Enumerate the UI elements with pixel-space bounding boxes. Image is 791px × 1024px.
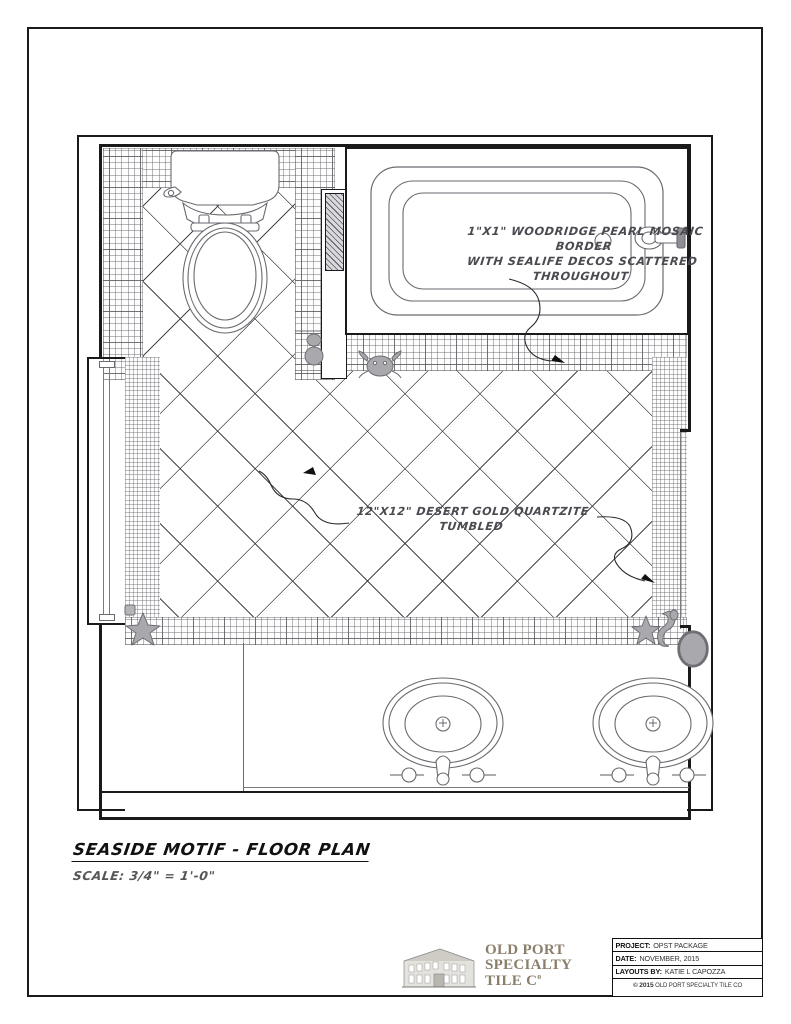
- door-panel-outer[interactable]: [103, 364, 105, 618]
- title-block-row-project: PROJECT: OPST PACKAGE: [613, 939, 762, 953]
- mosaic-border-left-vertical: [103, 148, 143, 380]
- plan-title: SEASIDE MOTIF - FLOOR PLAN: [71, 840, 372, 862]
- vanity-countertop: [243, 643, 687, 791]
- company-logo: OLD PORT SPECIALTY TILE Co: [400, 938, 610, 994]
- plan-scale: SCALE: 3/4" = 1'-0": [72, 869, 217, 883]
- building-illustration-icon: [402, 948, 476, 988]
- vanity-front-edge-heavy: [99, 791, 691, 793]
- vanity-sink-right[interactable]: [589, 675, 717, 793]
- wall-right-niche-face: [680, 429, 682, 629]
- floor-plan-drawing: 1"X1" WOODRIDGE PEARL MOSAIC BORDER WITH…: [77, 135, 714, 820]
- layouts-by-value: KATIE L CAPOZZA: [664, 967, 726, 977]
- layouts-by-label: LAYOUTS BY:: [615, 967, 663, 977]
- bathtub-fixture[interactable]: [345, 147, 689, 335]
- door-panel-inner[interactable]: [109, 364, 111, 618]
- copyright-notice: © 2015 OLD PORT SPECIALTY TILE CO: [633, 982, 742, 989]
- title-block-row-layouts: LAYOUTS BY: KATIE L CAPOZZA: [613, 966, 762, 980]
- copyright-symbol: ©: [632, 982, 638, 990]
- deco-pebble-icon: [304, 346, 324, 366]
- wall-right-niche-bottom: [680, 625, 691, 628]
- title-block-row-date: DATE: NOVEMBER, 2015: [613, 952, 762, 966]
- door-jamb-top: [87, 357, 125, 360]
- door-head-block: [99, 361, 115, 368]
- logo-line-2-text: SPECIALTY TILE C: [485, 956, 572, 990]
- mosaic-border-bottom: [125, 617, 687, 645]
- wall-right-upper: [688, 144, 691, 431]
- wall-top: [99, 144, 691, 147]
- date-label: DATE:: [615, 954, 637, 964]
- project-value: OPST PACKAGE: [653, 940, 708, 950]
- floor-note-leader-right: [596, 516, 655, 583]
- project-label: PROJECT:: [615, 940, 651, 950]
- date-value: NOVEMBER, 2015: [639, 954, 700, 964]
- copyright-year: 2015: [639, 982, 654, 990]
- logo-line-1: OLD PORT: [485, 941, 565, 958]
- deco-starfish-left-icon: [125, 612, 161, 646]
- vanity-sink-left[interactable]: [379, 675, 507, 793]
- deco-starfish-right-icon: [631, 615, 661, 645]
- deco-shell-icon: [306, 333, 322, 347]
- title-block: PROJECT: OPST PACKAGE DATE: NOVEMBER, 20…: [612, 938, 763, 997]
- floor-note-leader-left: [258, 467, 350, 525]
- door-jamb-bottom: [87, 623, 125, 626]
- tub-border-annotation: 1"X1" WOODRIDGE PEARL MOSAIC BORDER WITH…: [466, 225, 705, 283]
- wall-left-door-reveal: [87, 357, 90, 625]
- wall-right-niche-top: [680, 429, 691, 432]
- deco-shell-left-icon: [124, 604, 136, 616]
- partition-hatched-segment: [325, 193, 344, 271]
- logo-superscript: o: [537, 972, 542, 982]
- plan-caption: SEASIDE MOTIF - FLOOR PLAN SCALE: 3/4" =…: [71, 840, 473, 885]
- wall-bottom: [99, 817, 691, 820]
- deco-seahorse-right-icon: [657, 609, 679, 647]
- sheet-outer-border: [27, 27, 763, 997]
- tub-note-leader: [508, 278, 565, 363]
- logo-wordmark: OLD PORT SPECIALTY TILE Co: [485, 941, 610, 990]
- door-sill-block: [99, 614, 115, 621]
- logo-line-2: SPECIALTY TILE Co: [485, 956, 610, 990]
- tub-spout-icon: [634, 226, 686, 250]
- copyright-owner: OLD PORT SPECIALTY TILE CO: [655, 983, 743, 990]
- title-block-row-copyright: © 2015 OLD PORT SPECIALTY TILE CO: [613, 979, 762, 992]
- toilet-fixture[interactable]: [155, 145, 295, 345]
- mosaic-border-left-long: [125, 357, 160, 639]
- deco-crab-icon: [358, 350, 402, 379]
- wall-left-lower: [99, 625, 102, 820]
- floor-tile-annotation: 12"X12" DESERT GOLD QUARTZITE TUMBLED: [356, 505, 590, 533]
- deco-pebble-right-icon: [677, 630, 709, 668]
- wall-left-upper: [99, 144, 102, 359]
- vanity-front-edge: [243, 787, 689, 789]
